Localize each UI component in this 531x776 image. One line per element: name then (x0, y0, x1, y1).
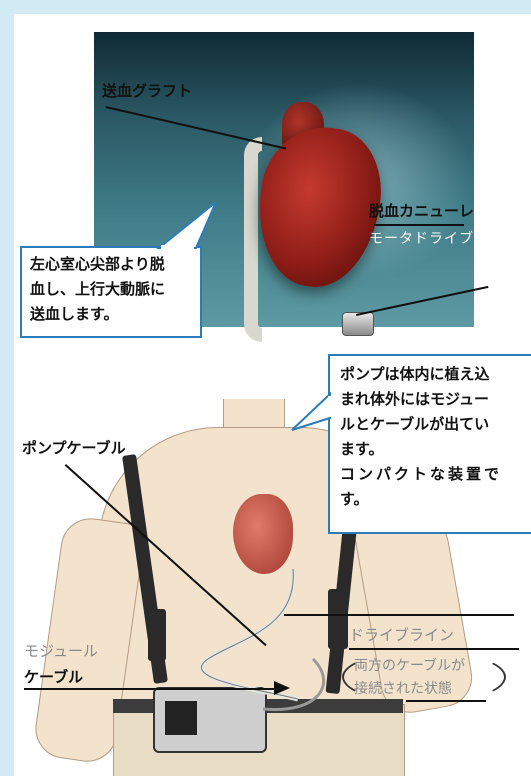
drive-line-leader-line (349, 648, 519, 650)
motor-drive-label: モータドライブ (369, 231, 474, 247)
top-callout-line-2: 血し、上行大動脈に (30, 280, 166, 298)
bottom-callout-line-4: ます。 (340, 440, 384, 458)
module-cable-label-1: モジュール (24, 642, 98, 660)
bottom-callout-line-3: ルとケーブルが出てい (340, 415, 490, 433)
top-callout: 左心室心尖部より脱 血し、上行大動脈に 送血します。 (20, 246, 202, 338)
connected-state-underline (406, 700, 486, 702)
drive-line-upper-rule (284, 614, 514, 616)
top-callout-line-1: 左心室心尖部より脱 (30, 255, 165, 273)
heart-small (233, 494, 293, 574)
bottom-callout-line-2: まれ体外にはモジュー (340, 390, 489, 408)
inflow-cannula-label: 脱血カニューレ (369, 202, 475, 220)
connected-state-label-1: 両方のケーブルが (354, 658, 466, 674)
outflow-graft-tube (244, 137, 262, 342)
body-illustration (31, 399, 518, 776)
connected-state-label-2: 接続された状態 (354, 681, 452, 697)
outflow-graft-label: 送血グラフト (102, 82, 193, 100)
top-callout-tail (156, 201, 217, 249)
bottom-callout-tail (291, 392, 332, 431)
inflow-cannula-leader-line (374, 224, 464, 226)
controller-device (153, 687, 267, 753)
bottom-callout-line-1: ポンプは体内に植え込 (340, 365, 490, 383)
left-holster (148, 609, 166, 661)
bottom-callout-line-6: す。 (340, 490, 369, 508)
controller-screen (165, 701, 197, 735)
pump-cable-label: ポンプケーブル (22, 439, 126, 457)
motor-drive-leader-line (356, 285, 489, 316)
bottom-callout: ポンプは体内に植え込 まれ体外にはモジュー ルとケーブルが出てい ます。 コンパ… (328, 354, 531, 534)
drive-line-label: ドライブライン (349, 626, 455, 644)
top-callout-line-3: 送血します。 (30, 305, 119, 323)
connected-state-bracket (342, 650, 506, 704)
module-cable-leader-line (24, 688, 286, 690)
content-panel: 送血グラフト 脱血カニューレ モータドライブ 左心室心尖部より脱 血し、上行大動… (14, 14, 531, 776)
module-cable-arrowhead (274, 681, 290, 695)
right-holster (328, 589, 348, 649)
motor-drive-unit (342, 312, 374, 336)
bottom-callout-line-5: コンパクトな装置で (340, 465, 503, 483)
module-cable-label-2: ケーブル (24, 668, 84, 686)
